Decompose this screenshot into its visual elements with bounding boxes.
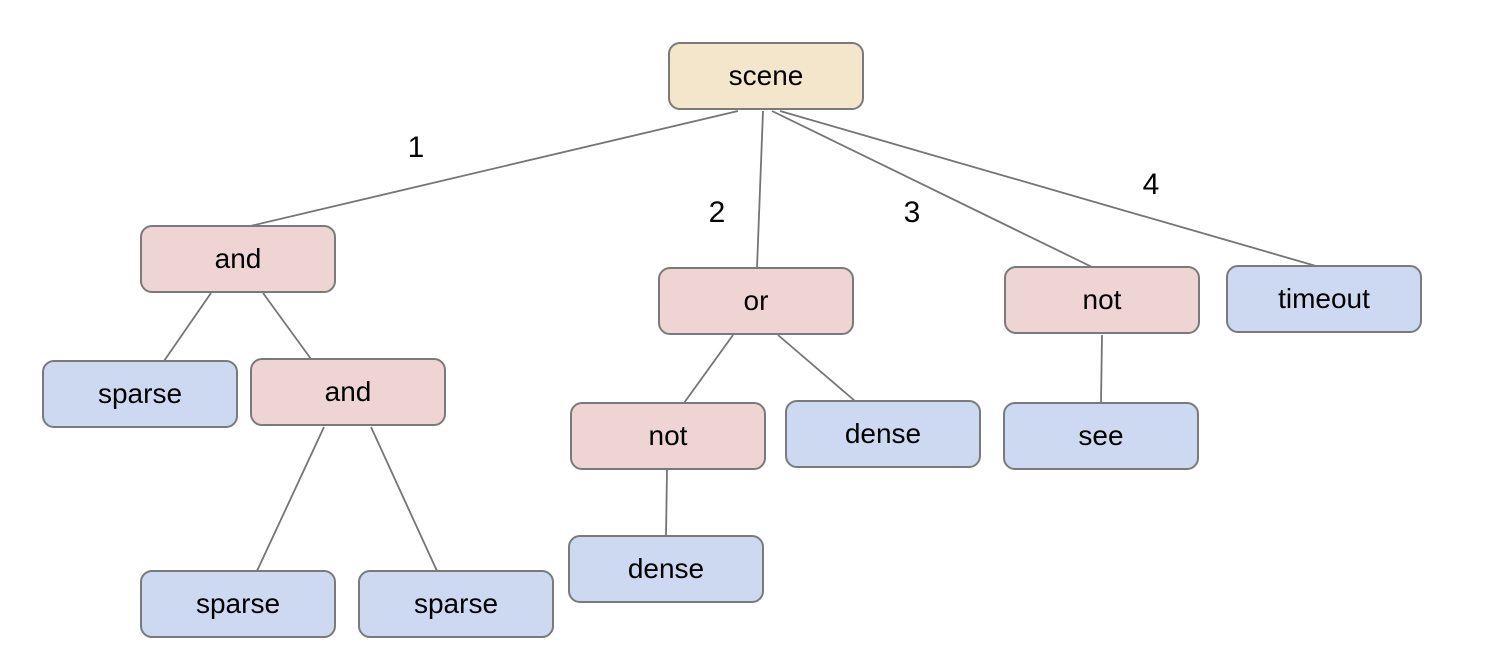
edge-or-not <box>683 334 734 404</box>
node-sparse-1: sparse <box>42 360 238 428</box>
edge-scene-and <box>245 110 739 228</box>
edge-scene-or <box>756 110 764 269</box>
node-see: see <box>1003 402 1199 470</box>
edge-label-1: 1 <box>407 131 425 164</box>
node-or: or <box>658 267 854 335</box>
node-not: not <box>1004 266 1200 334</box>
node-sparse-2: sparse <box>140 570 336 638</box>
node-not-nested: not <box>570 402 766 470</box>
node-scene: scene <box>668 42 864 110</box>
node-and-nested: and <box>250 358 446 426</box>
edge-and2-sparse3 <box>370 426 438 572</box>
edge-and2-sparse2 <box>256 426 325 572</box>
edge-label-4: 4 <box>1142 168 1160 201</box>
edge-and-and <box>262 292 312 360</box>
node-dense-1: dense <box>785 400 981 468</box>
node-and: and <box>140 225 336 293</box>
node-sparse-3: sparse <box>358 570 554 638</box>
edge-scene-timeout <box>779 110 1317 267</box>
edge-label-3: 3 <box>903 196 921 229</box>
edge-label-2: 2 <box>708 196 726 229</box>
edge-scene-not <box>771 110 1093 268</box>
node-dense-2: dense <box>568 535 764 603</box>
edge-not-see <box>1100 334 1103 404</box>
edge-or-dense <box>777 334 856 402</box>
node-timeout: timeout <box>1226 265 1422 333</box>
edge-not2-dense2 <box>665 469 668 537</box>
edge-and-sparse <box>163 292 212 362</box>
